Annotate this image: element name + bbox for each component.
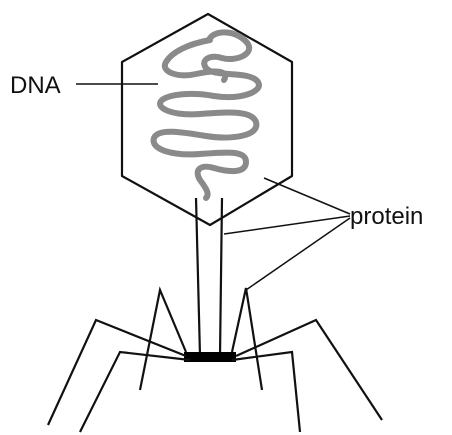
tail-fiber-inner-right <box>232 352 300 432</box>
tail-fiber-outer-left <box>48 320 186 425</box>
baseplate <box>184 352 236 362</box>
dna-label: DNA <box>10 72 61 99</box>
tail-pin-right <box>232 288 262 390</box>
protein-label: protein <box>350 203 423 230</box>
tail-sheath-right <box>220 198 222 356</box>
tail-sheath-left <box>196 198 200 356</box>
protein-pointer-capsid <box>264 178 350 214</box>
dna-strand-upper-loop <box>165 40 225 80</box>
tail-fiber-inner-left <box>80 352 190 432</box>
